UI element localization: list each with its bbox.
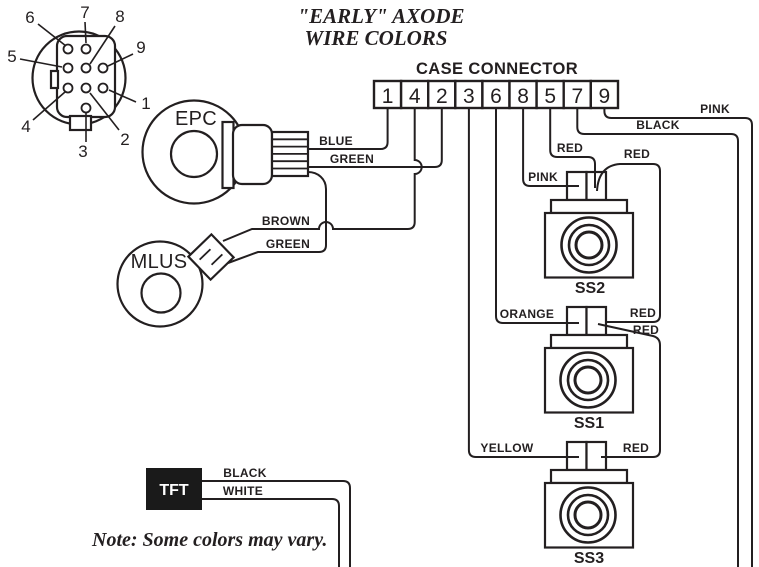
diagram-title-line1: "EARLY" AXODE bbox=[297, 4, 464, 28]
wire-labels: BLUE GREEN BROWN GREEN PINK RED RED BLAC… bbox=[223, 102, 730, 498]
pin-label-6: 6 bbox=[25, 8, 34, 27]
pin-leader-lines bbox=[19, 21, 137, 142]
ss1-label: SS1 bbox=[574, 415, 604, 432]
pin-label-3: 3 bbox=[78, 142, 87, 161]
case-pin-6: 6 bbox=[490, 85, 502, 108]
wire-case7-black bbox=[576, 108, 739, 567]
label-red-ss3: RED bbox=[623, 441, 649, 455]
pin-label-8: 8 bbox=[115, 7, 124, 26]
wire-epc-green bbox=[308, 108, 443, 168]
pin-label-4: 4 bbox=[21, 117, 30, 136]
label-pink-ss2: PINK bbox=[528, 170, 558, 184]
mlus-connector bbox=[186, 232, 236, 282]
case-connector: CASE CONNECTOR 1 4 2 3 6 8 5 7 9 bbox=[372, 60, 620, 110]
epc-solenoid: EPC bbox=[141, 99, 310, 205]
case-connector-cells: 1 4 2 3 6 8 5 7 9 bbox=[372, 79, 620, 110]
label-red-ss1-out: RED bbox=[633, 323, 659, 337]
case-pin-1: 1 bbox=[382, 85, 394, 108]
wire-ss1-out-red bbox=[597, 323, 661, 458]
shift-solenoid-ss2: SS2 bbox=[543, 170, 635, 297]
label-red-ss2-out: RED bbox=[624, 147, 650, 161]
label-yellow: YELLOW bbox=[480, 441, 534, 455]
label-black-tft: BLACK bbox=[223, 466, 267, 480]
case-pin-8: 8 bbox=[517, 85, 529, 108]
wire-mlus-green bbox=[227, 171, 327, 264]
label-red-ss1-in: RED bbox=[630, 306, 656, 320]
case-pin-7: 7 bbox=[571, 85, 583, 108]
case-pin-4: 4 bbox=[409, 85, 421, 108]
tft-sensor: TFT bbox=[146, 468, 202, 510]
shift-solenoid-ss1: SS1 bbox=[543, 305, 635, 432]
label-green-epc: GREEN bbox=[330, 152, 374, 166]
mlus-label: MLUS bbox=[131, 251, 188, 273]
pin-label-7: 7 bbox=[80, 3, 89, 22]
tft-label: TFT bbox=[159, 482, 189, 499]
diagram-title-line2: WIRE COLORS bbox=[305, 26, 448, 50]
label-black-case7: BLACK bbox=[636, 118, 680, 132]
wire-mlus-brown bbox=[222, 108, 423, 242]
pin-label-1: 1 bbox=[141, 94, 150, 113]
wire-case9-pink bbox=[603, 108, 753, 567]
label-pink-case9: PINK bbox=[700, 102, 730, 116]
label-brown: BROWN bbox=[262, 214, 310, 228]
case-pin-3: 3 bbox=[463, 85, 475, 108]
wire-ss2-feed-red bbox=[549, 108, 596, 188]
label-white-tft: WHITE bbox=[223, 484, 263, 498]
case-pin-2: 2 bbox=[436, 85, 448, 108]
label-green-mlus: GREEN bbox=[266, 237, 310, 251]
shift-solenoid-ss3: SS3 bbox=[543, 440, 635, 567]
case-pin-5: 5 bbox=[544, 85, 556, 108]
wire-tft-black bbox=[202, 480, 351, 567]
wire-ss1-orange bbox=[495, 108, 579, 324]
wire-epc-blue bbox=[308, 108, 389, 150]
ss3-label: SS3 bbox=[574, 550, 604, 567]
label-blue: BLUE bbox=[319, 134, 353, 148]
wiring bbox=[202, 108, 753, 567]
mlus-solenoid: MLUS bbox=[116, 232, 236, 328]
wire-ss3-yellow bbox=[467, 108, 579, 458]
pin-label-2: 2 bbox=[120, 130, 129, 149]
label-orange: ORANGE bbox=[500, 307, 554, 321]
epc-label: EPC bbox=[175, 108, 217, 130]
wire-ss2-out-red bbox=[596, 163, 661, 323]
round-connector: 6 7 8 9 5 4 3 2 1 bbox=[7, 3, 150, 161]
case-connector-label: CASE CONNECTOR bbox=[416, 60, 578, 78]
epc-connector bbox=[270, 130, 310, 178]
connector-pins bbox=[62, 43, 109, 114]
wire-ss2-pink bbox=[522, 108, 579, 187]
case-pin-9: 9 bbox=[599, 85, 611, 108]
label-red-ss2-feed: RED bbox=[557, 141, 583, 155]
pin-label-5: 5 bbox=[7, 47, 16, 66]
note-text: Note: Some colors may vary. bbox=[91, 529, 327, 551]
wire-tft-white bbox=[202, 498, 340, 567]
ss2-label: SS2 bbox=[575, 280, 605, 297]
pin-label-9: 9 bbox=[136, 38, 145, 57]
